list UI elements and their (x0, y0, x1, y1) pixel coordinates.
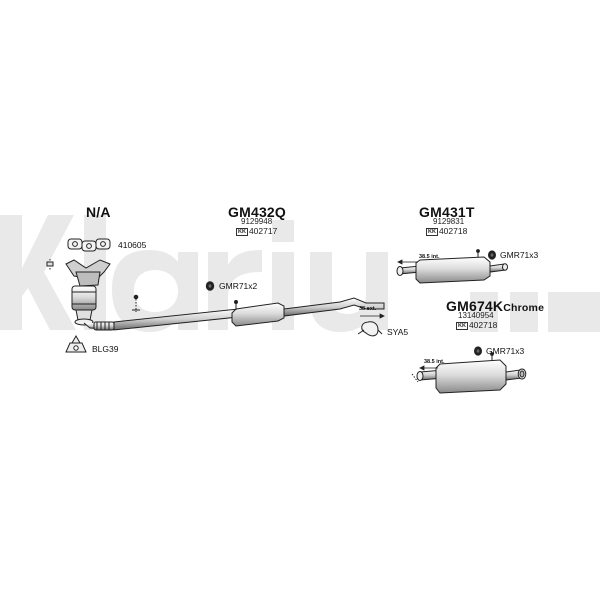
oe-number-gm432q: 9129948 (241, 217, 273, 226)
rubber-mount-rear2-icon (474, 346, 482, 356)
part-label-rubber-mount-rear1: GMR71x3 (500, 250, 539, 260)
ref-tag: KK (456, 322, 468, 330)
dimension-arrow-rear2 (419, 365, 438, 371)
rubber-mount-front-icon (205, 281, 215, 291)
dimension-arrow-rear1 (397, 259, 418, 265)
catalytic-converter-drawing (65, 259, 111, 326)
part-label-rubber-mount-rear2: GMR71x3 (486, 346, 525, 356)
group-title-gm431t: GM431T (419, 204, 475, 220)
oe-number-gm431t: 9129831 (433, 217, 465, 226)
ref-number-text: 402717 (248, 226, 278, 236)
front-pipe-bracket-drawing (132, 294, 140, 312)
cone-gasket-drawing (65, 334, 87, 353)
ref-number-text: 402718 (438, 226, 468, 236)
part-label-gasket: 410605 (118, 240, 147, 250)
ref-number-text: 402718 (468, 320, 498, 330)
rear-silencer-2-drawing (411, 352, 527, 394)
ref-tag: KK (426, 228, 438, 236)
part-label-cone-gasket: BLG39 (92, 344, 119, 354)
part-label-rubber-mount-front: GMR71x2 (219, 281, 258, 291)
watermark-logo (0, 215, 600, 332)
part-label-clamp: SYA5 (387, 327, 409, 337)
stud-bolt-drawing (46, 259, 54, 270)
manifold-gasket-drawing (67, 238, 111, 252)
group-title-gm674k: GM674KChrome (446, 299, 544, 314)
oe-number-gm674k: 13140954 (458, 311, 494, 320)
dimension-arrow-mid (360, 313, 385, 319)
group-title-suffix: Chrome (503, 302, 545, 314)
dimension-label-rear2: 38.5 int. (424, 359, 445, 365)
ref-tag: KK (236, 228, 248, 236)
dimension-label-mid: 38 ext. (359, 306, 377, 312)
group-title-main: GM674K (446, 298, 504, 314)
dimension-label-rear1: 38.5 int. (419, 254, 440, 260)
rubber-mount-rear1-icon (488, 250, 496, 260)
group-title-gm432q: GM432Q (228, 204, 286, 220)
centre-pipe-drawing (83, 297, 385, 331)
rear-silencer-1-drawing (396, 249, 508, 284)
clamp-drawing (357, 321, 383, 337)
group-title-na: N/A (86, 204, 111, 220)
